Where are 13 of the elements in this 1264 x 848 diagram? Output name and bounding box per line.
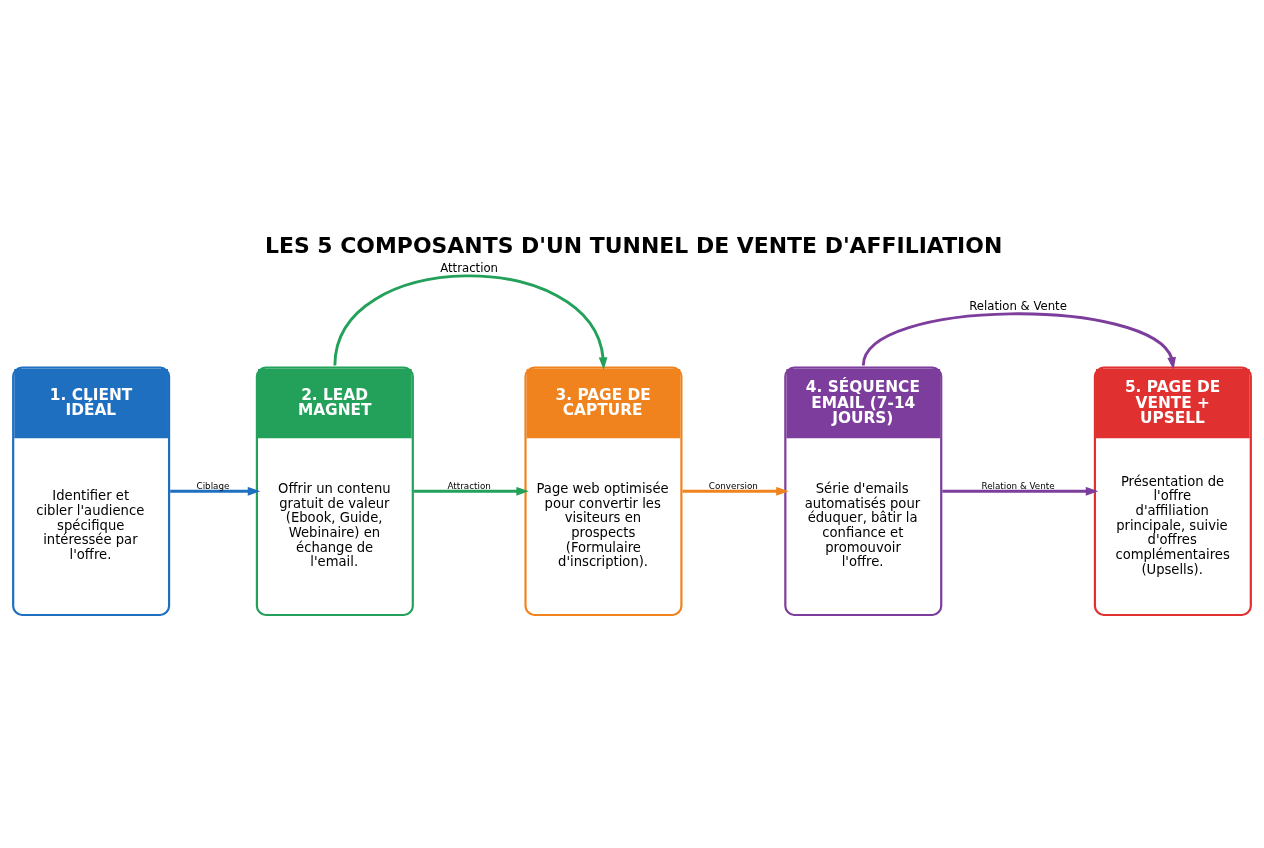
edge-label: Conversion xyxy=(708,480,758,491)
arrow xyxy=(333,274,608,370)
edge-label: Ciblage xyxy=(196,480,230,491)
arrow xyxy=(170,486,261,496)
arrow xyxy=(682,486,789,496)
edge-label: Attraction xyxy=(440,260,499,275)
arrow xyxy=(413,486,529,496)
arrow xyxy=(942,486,1099,496)
diagram-title: LES 5 COMPOSANTS D'UN TUNNEL DE VENTE D'AFFILIATION xyxy=(264,232,1003,258)
edge-label: Relation & Vente xyxy=(981,480,1055,491)
edge-label: Attraction xyxy=(447,480,491,491)
edge-label: Relation & Vente xyxy=(969,298,1067,313)
arrow xyxy=(861,311,1176,370)
